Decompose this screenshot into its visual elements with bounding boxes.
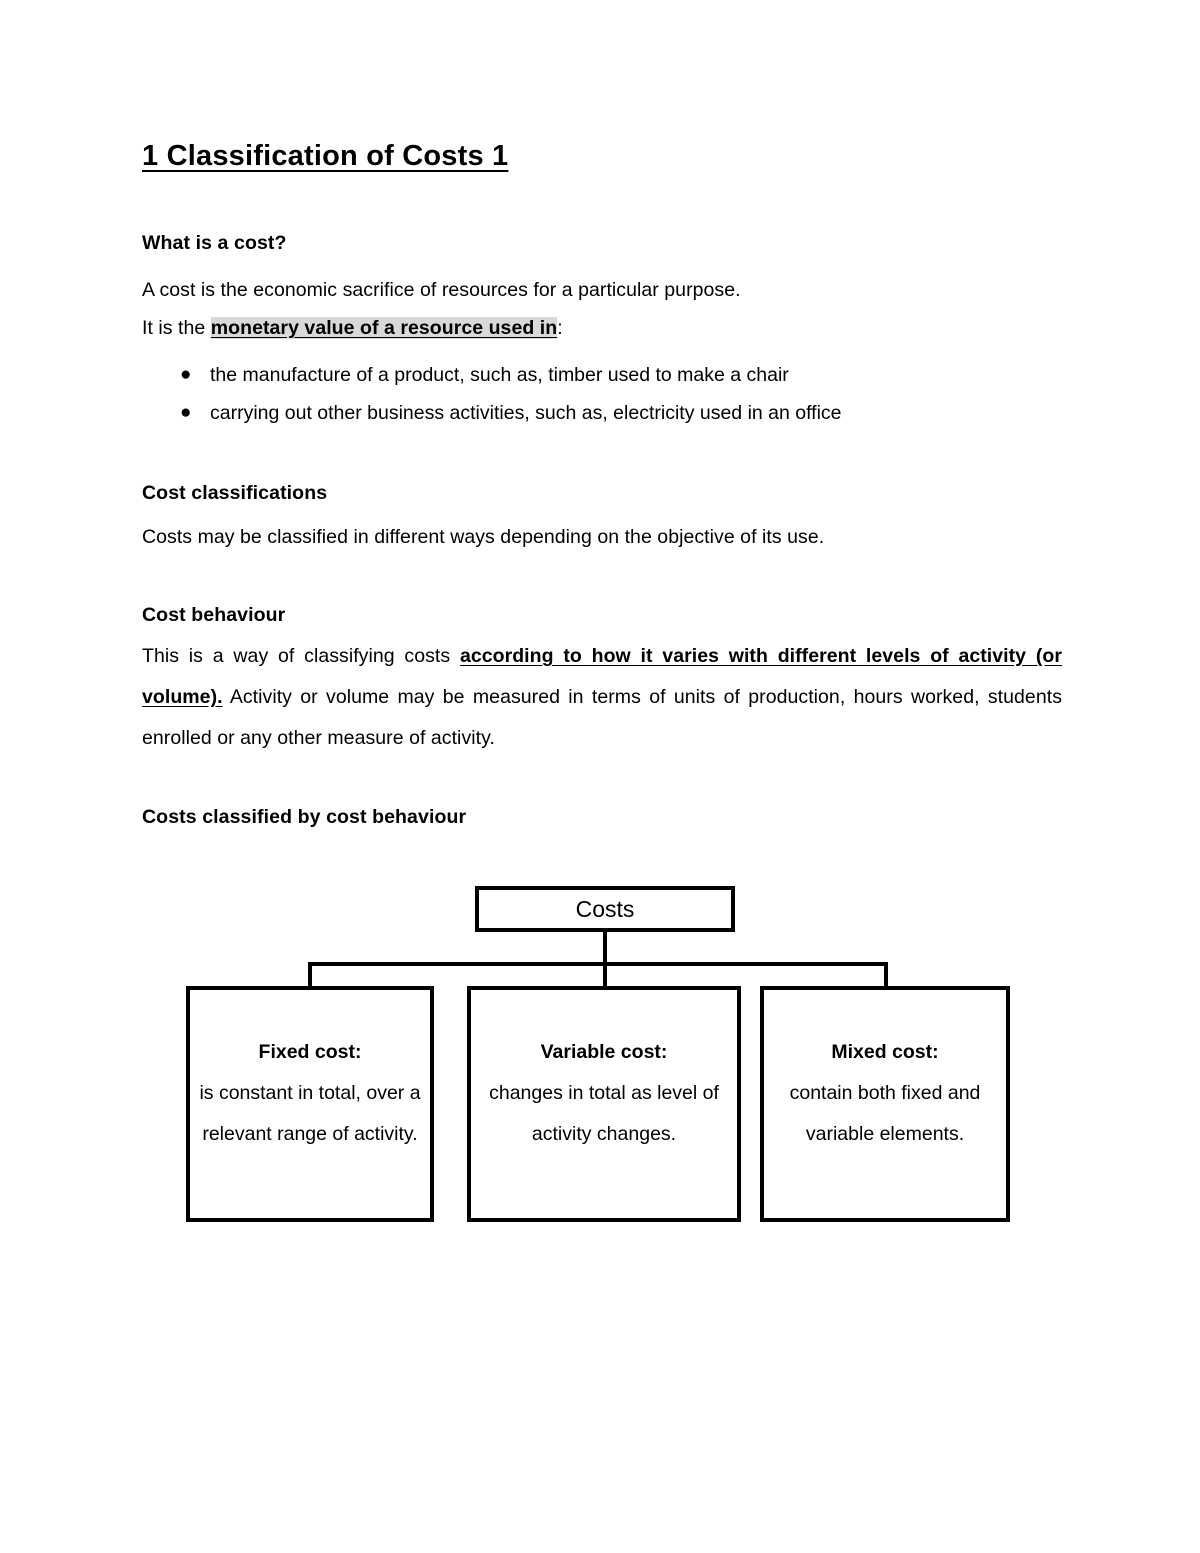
- paragraph-cost-classifications: Costs may be classified in different way…: [142, 526, 825, 548]
- diagram-node-mixed-cost: Mixed cost: contain both fixed and varia…: [760, 986, 1010, 1222]
- emphasised-phrase: according to how it varies with differen…: [142, 645, 1062, 708]
- list-item-label: the manufacture of a product, such as, t…: [210, 364, 789, 386]
- bullet-dot-icon: ●: [180, 364, 192, 385]
- node-title: Variable cost:: [540, 1041, 668, 1063]
- connector-drop-mixed-cost: [884, 962, 888, 988]
- connector-bus: [308, 962, 888, 966]
- list-item: ● the manufacture of a product, such as,…: [142, 356, 1042, 394]
- cost-classification-diagram: Costs Fixed cost: is constant in total, …: [142, 860, 1062, 1240]
- heading-costs-classified-by-cost-behaviour: Costs classified by cost behaviour: [142, 806, 467, 828]
- list-item: ● carrying out other business activities…: [142, 394, 1042, 432]
- heading-what-is-a-cost: What is a cost?: [142, 232, 287, 254]
- node-title: Fixed cost:: [258, 1041, 362, 1063]
- bullet-list-cost-examples: ● the manufacture of a product, such as,…: [142, 356, 1042, 432]
- paragraph-monetary-value: It is the monetary value of a resource u…: [142, 313, 563, 343]
- connector-drop-fixed-cost: [308, 962, 312, 988]
- connector-drop-variable-cost: [603, 962, 607, 988]
- highlighted-phrase: monetary value of a resource used in: [210, 317, 558, 339]
- text-suffix: Activity or volume may be measured in te…: [142, 686, 1062, 749]
- node-title: Mixed cost:: [831, 1041, 939, 1063]
- text-prefix: This is a way of classifying costs: [142, 645, 460, 667]
- node-body: changes in total as level of activity ch…: [489, 1082, 719, 1145]
- diagram-node-costs: Costs: [475, 886, 735, 932]
- text-prefix: It is the: [142, 317, 211, 339]
- connector-stem: [603, 932, 607, 966]
- text-suffix: :: [557, 317, 563, 339]
- list-item-label: carrying out other business activities, …: [210, 402, 842, 424]
- page-title: 1 Classification of Costs 1: [142, 140, 509, 172]
- paragraph-cost-definition: A cost is the economic sacrifice of reso…: [142, 279, 741, 301]
- diagram-node-fixed-cost: Fixed cost: is constant in total, over a…: [186, 986, 434, 1222]
- node-body: is constant in total, over a relevant ra…: [199, 1082, 421, 1145]
- diagram-node-variable-cost: Variable cost: changes in total as level…: [467, 986, 741, 1222]
- bullet-dot-icon: ●: [180, 402, 192, 423]
- heading-cost-classifications: Cost classifications: [142, 482, 328, 504]
- paragraph-cost-behaviour: This is a way of classifying costs accor…: [142, 636, 1062, 759]
- node-body: contain both fixed and variable elements…: [789, 1082, 981, 1145]
- heading-cost-behaviour: Cost behaviour: [142, 604, 286, 626]
